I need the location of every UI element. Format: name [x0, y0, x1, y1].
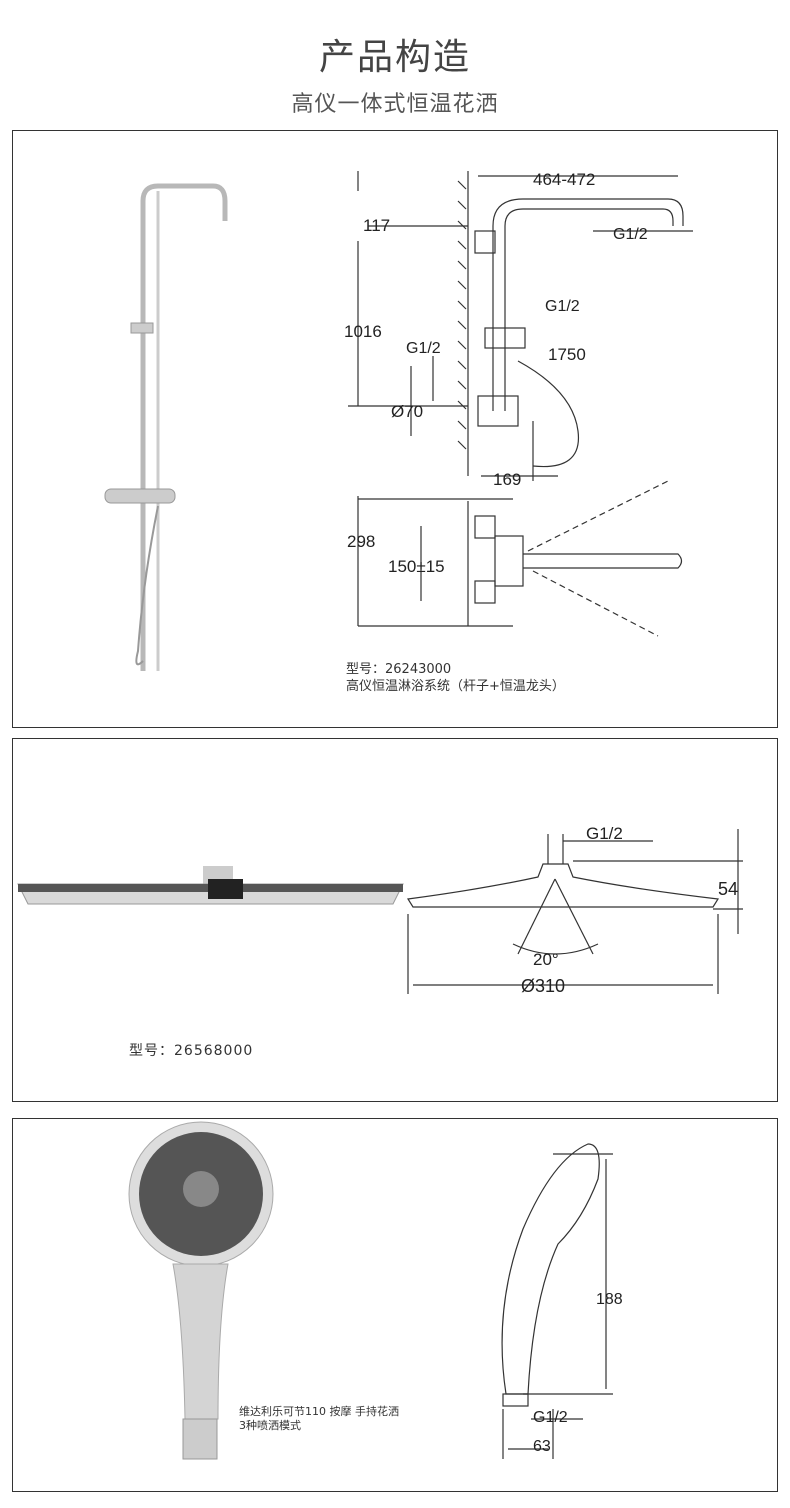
dim-g-inlet: G1/2: [406, 340, 441, 357]
dim-63: 63: [533, 1438, 551, 1455]
shower-system-drawing: 117 1016 464-472 G1/2 G1/2 G1/2 1750 Ø70…: [104, 170, 693, 671]
dim-d70: Ø70: [391, 402, 423, 421]
hand-shower-panel: 188 G1/2 63 维达利乐可节110 按摩 手持花洒 3种喷洒模式: [12, 1118, 778, 1492]
dim-d310: Ø310: [521, 976, 565, 996]
head-shower-photo: [17, 866, 404, 905]
dim-54: 54: [718, 879, 738, 899]
hand-shower-diagram: [501, 1143, 613, 1459]
head-shower-drawing: G1/2 54 20° Ø310: [17, 824, 743, 996]
dim-g-head: G1/2: [613, 226, 648, 243]
hand-shower-photo: [128, 1121, 274, 1460]
dim-169: 169: [493, 470, 521, 489]
page-subtitle: 高仪一体式恒温花洒: [291, 92, 499, 117]
hand-shower-drawing: 188 G1/2 63: [128, 1121, 623, 1460]
dim-188: 188: [596, 1291, 623, 1308]
dim-150: 150±15: [388, 557, 445, 576]
product-name: 维达利乐可节110 按摩 手持花洒: [239, 1405, 399, 1418]
model-number: 型号：26568000: [129, 1043, 254, 1059]
dim-464-472: 464-472: [533, 170, 595, 189]
model-number: 型号：26243000: [346, 662, 452, 677]
page-title: 产品构造: [318, 37, 471, 78]
head-shower-panel: G1/2 54 20° Ø310 型号：26568000: [12, 738, 778, 1102]
dim-1750: 1750: [548, 345, 586, 364]
dim-angle: 20°: [533, 950, 559, 969]
hand-shower-caption: 维达利乐可节110 按摩 手持花洒 3种喷洒模式: [239, 1405, 399, 1433]
dim-117: 117: [363, 216, 390, 235]
product-description: 高仪恒温淋浴系统（杆子+恒温龙头）: [346, 679, 565, 694]
dim-298: 298: [347, 532, 375, 551]
dim-g-hose: G1/2: [545, 298, 580, 315]
shower-system-panel: 117 1016 464-472 G1/2 G1/2 G1/2 1750 Ø70…: [12, 130, 778, 728]
shower-system-photo: [104, 183, 228, 671]
dim-g-hand: G1/2: [533, 1409, 568, 1426]
model-caption: 型号：26243000 高仪恒温淋浴系统（杆子+恒温龙头）: [346, 661, 565, 695]
head-shower-diagram: [406, 829, 743, 994]
dim-1016: 1016: [344, 322, 382, 341]
shower-system-front-diagram: [348, 171, 693, 637]
dim-g-head: G1/2: [586, 824, 623, 843]
spray-modes: 3种喷洒模式: [239, 1419, 301, 1432]
